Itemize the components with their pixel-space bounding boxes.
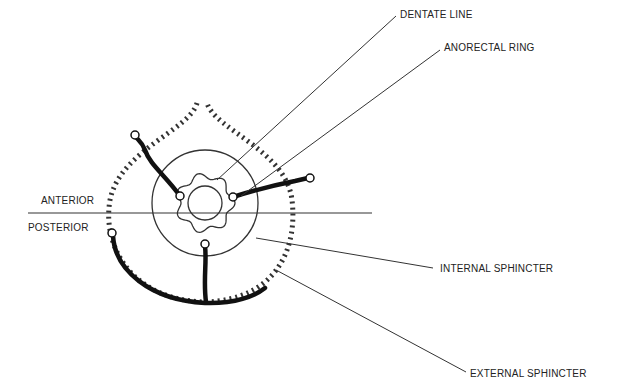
anterior-label: ANTERIOR [41, 195, 94, 206]
fistula-openings [108, 131, 314, 248]
posterior-label: POSTERIOR [28, 222, 89, 233]
internal-sphincter-label: INTERNAL SPHINCTER [440, 263, 553, 274]
external-sphincter-label: EXTERNAL SPHINCTER [470, 368, 587, 379]
dentate-line-label: DENTATE LINE [400, 9, 473, 20]
anorectal-ring-label: ANORECTAL RING [444, 42, 535, 53]
dentate-line-curve [177, 174, 235, 233]
divide-line [28, 212, 372, 213]
fistula-tracts [113, 136, 308, 303]
anal-canal-circle [188, 186, 222, 220]
leader-lines [217, 16, 466, 372]
internal-sphincter-circle [152, 150, 258, 256]
external-sphincter-outline [109, 103, 293, 302]
